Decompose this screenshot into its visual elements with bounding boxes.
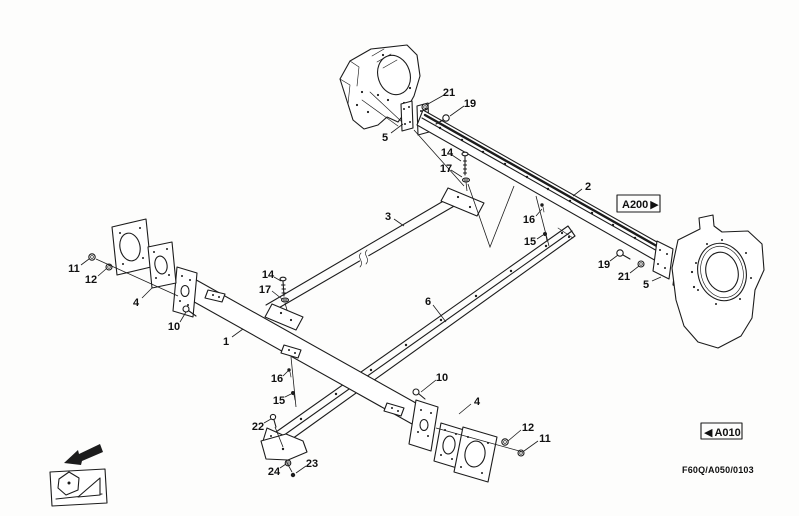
- callout-label[interactable]: 12: [85, 274, 97, 286]
- callout-label[interactable]: 17: [440, 163, 452, 175]
- callout-label[interactable]: 16: [271, 373, 283, 385]
- orientation-pictogram: [49, 444, 108, 507]
- fastener-group-right-mid: [413, 129, 550, 249]
- fastener-group-top: [421, 103, 471, 192]
- callout-label[interactable]: 11: [539, 433, 551, 445]
- direction-arrow-icon: [64, 444, 103, 465]
- callout-label[interactable]: 21: [443, 87, 455, 99]
- screw-16-right: [540, 203, 545, 213]
- callout-label[interactable]: 23: [306, 458, 318, 470]
- part-beam-1: [172, 266, 424, 425]
- callout-label[interactable]: 5: [643, 279, 649, 291]
- nav-ref-a010[interactable]: ◀A010: [700, 422, 743, 440]
- svg-text:◀A010: ◀A010: [704, 427, 741, 439]
- callout-label[interactable]: 21: [618, 271, 630, 283]
- housing-left: [339, 44, 421, 130]
- callout-label[interactable]: 10: [436, 372, 448, 384]
- figure-code: F60Q/A050/0103: [682, 465, 754, 475]
- forward-arrow-icon: ▶: [650, 199, 659, 211]
- part-rail-6: [275, 225, 576, 445]
- callout-label[interactable]: 19: [598, 259, 610, 271]
- nav-ref-a200-label: A200: [622, 199, 648, 211]
- washer-21-right: [637, 260, 645, 268]
- callout-label[interactable]: 10: [168, 321, 180, 333]
- callout-label[interactable]: 6: [425, 296, 431, 308]
- washer-17-top: [461, 177, 471, 183]
- callout-label[interactable]: 16: [523, 214, 535, 226]
- bolt-10-right: [412, 388, 426, 400]
- callout-label[interactable]: 24: [268, 466, 281, 478]
- callout-label[interactable]: 19: [464, 98, 476, 110]
- fastener-group-right: [616, 249, 645, 268]
- plate-set-left: [88, 218, 197, 317]
- washer-17-mid: [280, 297, 290, 303]
- screw-16-left: [287, 368, 292, 378]
- callout-label[interactable]: 3: [385, 211, 391, 223]
- callout-label[interactable]: 2: [585, 181, 591, 193]
- bolt-19-top: [435, 114, 450, 125]
- washer-11-left: [88, 253, 96, 261]
- callout-label[interactable]: 17: [259, 284, 271, 296]
- fastener-group-mid: [279, 276, 297, 408]
- nut-23: [290, 472, 296, 478]
- bolt-19-right: [616, 249, 631, 260]
- washer-21-top: [421, 103, 429, 111]
- screw-15-left: [291, 391, 296, 401]
- sickle-bar-icon: [77, 477, 101, 498]
- svg-text:A200▶: A200▶: [622, 199, 659, 211]
- callout-label[interactable]: 4: [133, 297, 140, 309]
- nav-ref-a200[interactable]: A200▶: [616, 194, 661, 213]
- callouts: 21 19 5 14 17 2 3 16 15 6 11 12 4 14 17 …: [68, 87, 649, 478]
- skid-assembly: [260, 413, 308, 478]
- bolt-22: [269, 413, 277, 428]
- washer-12-right: [501, 438, 509, 446]
- callout-label[interactable]: 5: [382, 132, 388, 144]
- bolt-14-mid: [279, 276, 287, 297]
- callout-label[interactable]: 14: [262, 269, 275, 281]
- callout-label[interactable]: 1: [223, 336, 229, 348]
- housing-right: [671, 214, 765, 349]
- nav-ref-a010-label: A010: [714, 427, 740, 439]
- callout-label[interactable]: 12: [522, 422, 534, 434]
- back-arrow-icon: ◀: [704, 427, 713, 439]
- bolt-14-top: [461, 151, 469, 176]
- callout-label[interactable]: 15: [273, 395, 285, 407]
- leader-lines: [80, 94, 662, 474]
- plate-set-right: [408, 388, 525, 483]
- washer-12-left: [105, 263, 113, 271]
- callout-label[interactable]: 14: [441, 147, 454, 159]
- callout-label[interactable]: 22: [252, 421, 264, 433]
- callout-label[interactable]: 15: [524, 236, 536, 248]
- part-rod-3: [264, 187, 485, 331]
- callout-label[interactable]: 11: [68, 263, 80, 275]
- callout-label[interactable]: 4: [474, 396, 481, 408]
- part-beam-2: [416, 109, 674, 280]
- bolt-10-left: [182, 305, 197, 317]
